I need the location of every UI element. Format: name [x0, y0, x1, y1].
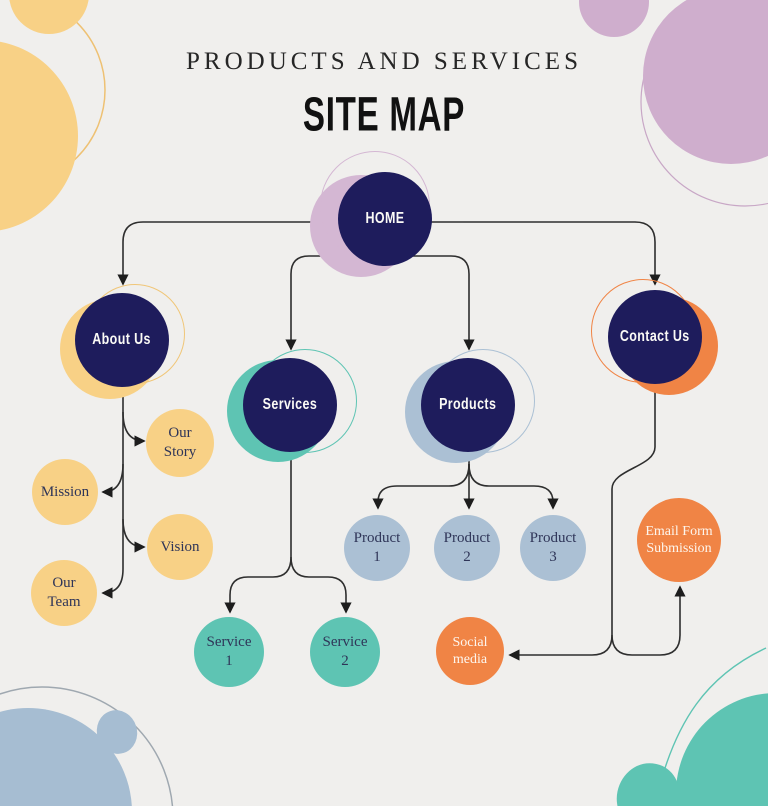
node-mission-label: Mission: [40, 483, 90, 500]
node-our-team: Our Team: [31, 560, 97, 626]
node-products: Products: [421, 358, 515, 452]
node-email-form-submission-label: Email Form Submission: [645, 523, 713, 557]
node-mission: Mission: [32, 459, 98, 525]
node-contact-us: Contact Us: [608, 290, 702, 384]
node-vision-label: Vision: [160, 538, 200, 555]
node-email-form-submission: Email Form Submission: [637, 498, 721, 582]
node-service-1: Service 1: [194, 617, 264, 687]
node-product-1-label: Product 1: [353, 530, 401, 565]
node-products-label: Products: [439, 396, 497, 413]
node-service-2-label: Service 2: [322, 634, 368, 669]
title-block: PRODUCTS AND SERVICES SITE MAP: [0, 48, 768, 142]
node-service-1-label: Service 1: [206, 634, 252, 669]
node-about-us: About Us: [75, 293, 169, 387]
node-contact-us-label: Contact Us: [620, 328, 690, 345]
decor-circle-teal-small: [610, 757, 686, 806]
node-product-3-label: Product 3: [529, 530, 577, 565]
node-product-2-label: Product 2: [443, 530, 491, 565]
node-product-2: Product 2: [434, 515, 500, 581]
node-social-media: Social media: [436, 617, 504, 685]
node-services: Services: [243, 358, 337, 452]
node-home-label: HOME: [365, 210, 405, 227]
node-service-2: Service 2: [310, 617, 380, 687]
node-vision: Vision: [147, 514, 213, 580]
node-social-media-label: Social media: [452, 634, 488, 668]
node-our-story: Our Story: [146, 409, 214, 477]
page-subtitle: PRODUCTS AND SERVICES: [186, 48, 582, 75]
node-our-story-label: Our Story: [163, 425, 197, 460]
node-services-label: Services: [262, 396, 318, 413]
page-title: SITE MAP: [302, 87, 466, 142]
decor-circle-yellow-small: [9, 0, 89, 34]
node-home: HOME: [338, 172, 432, 266]
node-our-team-label: Our Team: [47, 575, 81, 610]
node-about-us-label: About Us: [92, 331, 152, 348]
decor-circle-teal-large: [676, 693, 768, 806]
node-product-1: Product 1: [344, 515, 410, 581]
decor-circle-mauve-small: [579, 0, 649, 37]
node-product-3: Product 3: [520, 515, 586, 581]
